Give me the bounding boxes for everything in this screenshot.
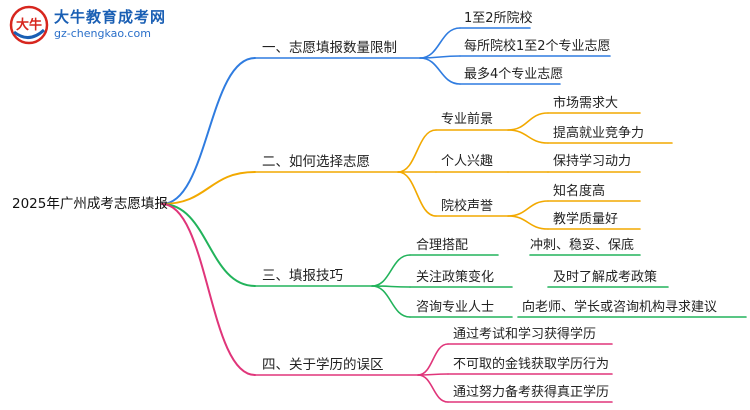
branch-3-connector <box>161 203 256 287</box>
branch-2-sub-3-leaf-2: 教学质量好 <box>553 212 619 227</box>
logo-title: 大牛教育成考网 <box>54 8 167 26</box>
branch-3-label: 三、填报技巧 <box>262 268 343 284</box>
branch-4-item-3: 通过努力备考获得真正学历 <box>453 385 610 400</box>
branch-2-sub-1-leaf-1: 市场需求大 <box>553 96 619 111</box>
branch-2-sub-1-leaf-2-connector <box>507 129 549 144</box>
logo-url: gz-chengkao.com <box>54 27 151 40</box>
branch-2-sub-1-leaf-1-connector <box>507 112 549 131</box>
branch-2-sub-1: 专业前景 <box>441 112 494 127</box>
branch-3-sub-2-leaf-1: 及时了解成考政策 <box>553 270 658 285</box>
branch-3-sub-1-leaf-1: 冲刺、稳妥、保底 <box>530 238 635 253</box>
branch-1-item-2: 每所院校1至2个专业志愿 <box>464 39 611 54</box>
branch-3-sub-1: 合理搭配 <box>416 238 469 253</box>
branch-4-item-1-connector <box>417 343 449 376</box>
branch-4-label: 四、关于学历的误区 <box>262 357 384 373</box>
root-topic: 2025年广州成考志愿填报 <box>12 196 168 212</box>
branch-3-sub-1-connector <box>371 254 411 287</box>
branch-2-sub-3-leaf-1-connector <box>507 200 549 217</box>
branch-1-item-3-connector <box>419 57 461 85</box>
branch-4-item-2: 不可取的金钱获取学历行为 <box>453 357 610 372</box>
branch-1-item-1-connector <box>419 27 461 59</box>
branch-2-sub-3-leaf-2-connector <box>507 215 549 230</box>
branch-1-label: 一、志愿填报数量限制 <box>262 40 397 56</box>
branch-1-item-3: 最多4个专业志愿 <box>464 67 564 82</box>
branch-1-connector <box>161 57 256 205</box>
branch-2-label: 二、如何选择志愿 <box>262 154 370 170</box>
branch-3-sub-2: 关注政策变化 <box>416 270 495 285</box>
branch-3-sub-3-connector <box>371 285 411 318</box>
logo-mark-icon: 大牛 <box>9 5 49 45</box>
branch-2-sub-3-leaf-1: 知名度高 <box>553 184 606 199</box>
branch-3-sub-3: 咨询专业人士 <box>416 300 495 315</box>
branch-2-connector <box>161 171 256 205</box>
site-logo[interactable]: 大牛 大牛教育成考网 gz-chengkao.com <box>8 4 198 48</box>
branch-2-sub-2-leaf-1: 保持学习动力 <box>553 154 632 169</box>
branch-1-item-1: 1至2所院校 <box>464 11 533 26</box>
branch-4-item-1: 通过考试和学习获得学历 <box>453 327 597 342</box>
branch-4-item-3-connector <box>417 374 449 403</box>
branch-2-sub-1-connector <box>397 129 437 173</box>
branch-2-sub-1-leaf-2: 提高就业竞争力 <box>553 126 645 141</box>
svg-text:大牛: 大牛 <box>16 17 42 33</box>
branch-2-sub-2: 个人兴趣 <box>441 154 494 169</box>
branch-2-sub-3: 院校声誉 <box>441 199 494 214</box>
branch-2-sub-3-connector <box>397 171 437 217</box>
branch-4-connector <box>161 203 256 376</box>
branch-3-sub-3-leaf-1: 向老师、学长或咨询机构寻求建议 <box>522 300 718 315</box>
